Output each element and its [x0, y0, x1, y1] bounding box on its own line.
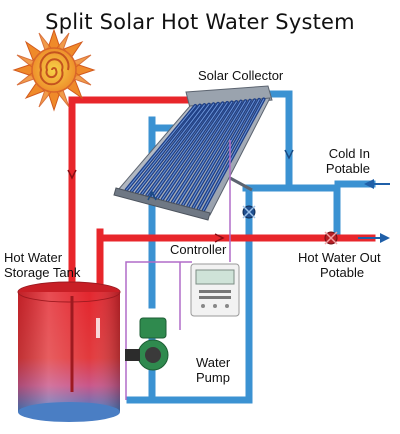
controller-label: Controller: [170, 242, 227, 257]
collector-tube-highlight: [151, 103, 219, 198]
cold-in-label-line2: Potable: [325, 161, 370, 176]
collector-tube-highlight: [197, 99, 260, 210]
collector-tube-highlight: [182, 100, 246, 206]
hot-water-out-label-line1: Hot Water Out: [298, 250, 381, 265]
collector-tube-highlight: [126, 105, 196, 191]
sun-icon: [12, 28, 96, 112]
hot-water-out-label-line2: Potable: [320, 265, 365, 280]
collector-tube-highlight: [136, 104, 205, 193]
flow-arrow-icon: [67, 149, 390, 243]
cold-in-label: Cold In Potable: [300, 146, 370, 176]
collector-tube-highlight: [202, 98, 265, 211]
water-pump-label: Water Pump: [196, 355, 230, 385]
collector-tube-highlight: [146, 103, 215, 196]
water-pump-label-line2: Pump: [196, 370, 230, 385]
hot-water-out-label: Hot Water Out Potable: [298, 250, 381, 280]
solar-panel-icon: [113, 85, 273, 221]
storage-tank-label: Hot Water Storage Tank: [4, 250, 80, 280]
collector-tube-highlight: [172, 101, 237, 203]
valve-icon: [242, 205, 338, 245]
solar-collector-label: Solar Collector: [198, 68, 284, 83]
storage-tank-label-line2: Storage Tank: [4, 265, 81, 280]
collector-tube-highlight: [192, 99, 256, 209]
collector-tube-highlight: [161, 102, 228, 200]
collector-tube-highlight: [167, 101, 233, 202]
collector-tube-highlight: [177, 100, 242, 204]
cold-in-label-line1: Cold In: [328, 146, 370, 161]
collector-tube-highlight: [141, 103, 210, 195]
controller-icon: [190, 263, 240, 317]
collector-tube-highlight: [187, 100, 251, 207]
diagram-title: Split Solar Hot Water System: [45, 10, 355, 34]
storage-tank-label-line1: Hot Water: [4, 250, 63, 265]
pump-icon: [125, 317, 169, 371]
collector-tube-highlight: [156, 102, 224, 199]
storage-tank-icon: [17, 281, 121, 422]
collector-tube-highlight: [131, 104, 201, 192]
water-pump-label-line1: Water: [196, 355, 231, 370]
